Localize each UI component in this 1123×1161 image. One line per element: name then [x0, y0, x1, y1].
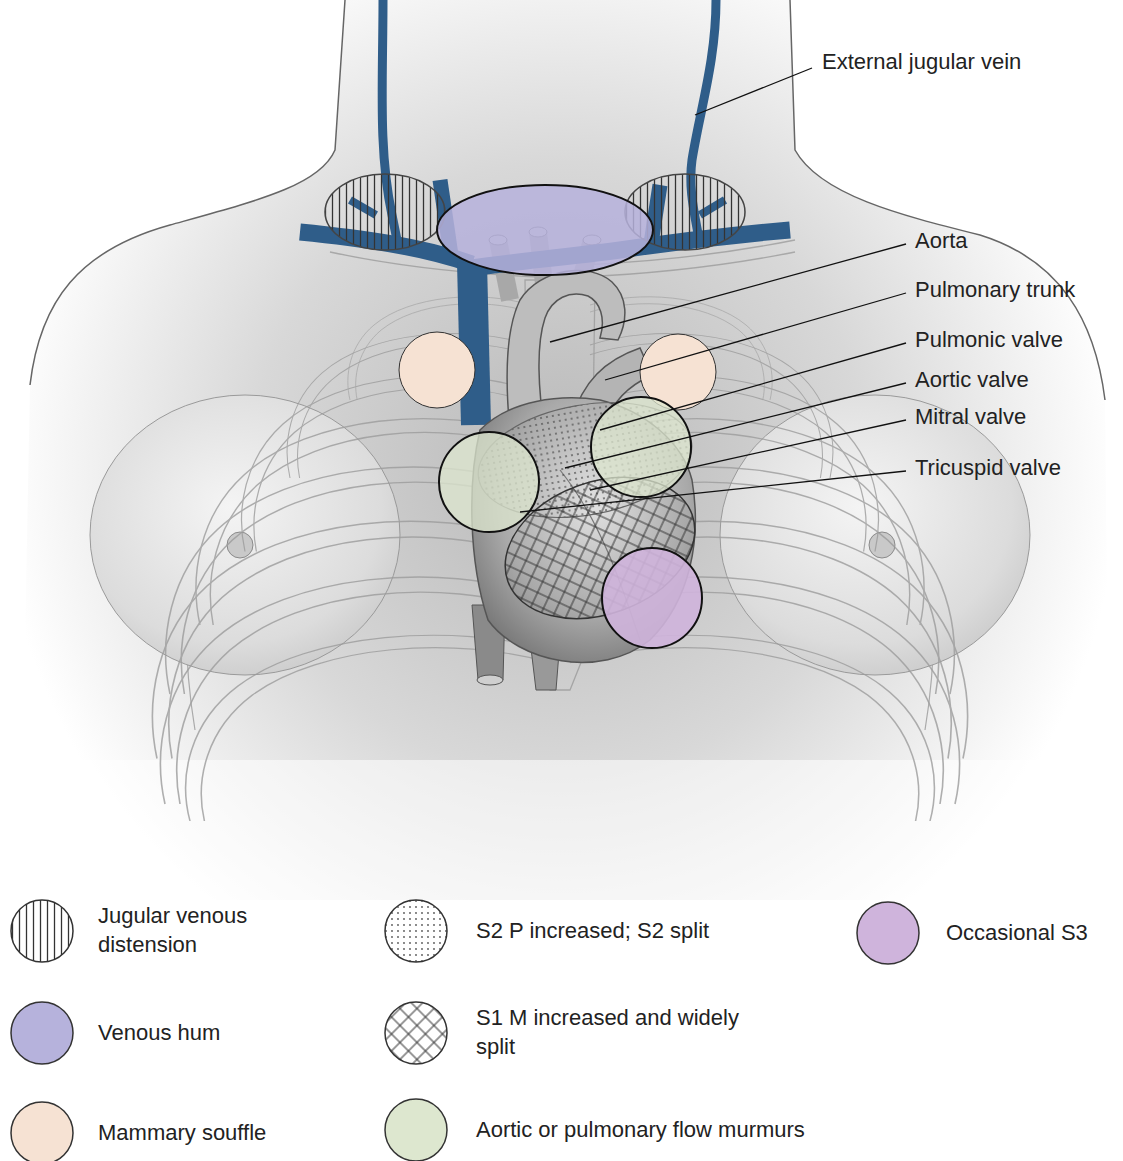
legend-text-holder: Jugular venous distension [98, 902, 328, 959]
torso [0, 0, 1123, 910]
leader-line [590, 420, 906, 490]
legend-text-holder: S1 M increased and widely split [476, 1004, 776, 1061]
breast [720, 395, 1030, 675]
label-holder: External jugular vein [822, 48, 1021, 77]
venous-hum-area [437, 185, 653, 275]
legend-text: Occasional S3 [946, 919, 1114, 948]
label-holder: Aortic valve [915, 366, 1029, 395]
legend-text-holder: Occasional S3 [946, 919, 1114, 948]
part-label: Mitral valve [915, 403, 1026, 432]
leader-lines [520, 68, 906, 512]
label-holder: Tricuspid valve [915, 454, 1061, 483]
mammary-souffle-area [399, 332, 475, 408]
legend-swatch-holder [855, 900, 921, 966]
legend-swatch-holder [383, 898, 449, 964]
leader-line [600, 343, 906, 430]
nipple [227, 532, 253, 558]
part-label: Pulmonary trunk [915, 276, 1075, 305]
label-holder: Pulmonary trunk [915, 276, 1075, 305]
flow-murmur-area [439, 432, 539, 532]
legend-text-holder: Mammary souffle [98, 1119, 398, 1148]
label-holder: Pulmonic valve [915, 326, 1063, 355]
rib [160, 577, 540, 804]
swatch-ground [11, 900, 73, 962]
leader-line [695, 68, 812, 115]
legend-swatch-holder [9, 1100, 75, 1161]
s3-area [602, 548, 702, 648]
legend-swatch [11, 900, 73, 962]
breast [90, 395, 400, 675]
legend-swatch-holder [383, 1097, 449, 1161]
fade-band [0, 760, 1123, 910]
swatch-ground [385, 900, 447, 962]
legend-text-holder: S2 P increased; S2 split [476, 917, 876, 946]
swatch-ground [385, 1002, 447, 1064]
part-label: External jugular vein [822, 48, 1021, 77]
label-holder: Aorta [915, 227, 968, 256]
legend-text: Jugular venous distension [98, 902, 328, 959]
part-label: Aorta [915, 227, 968, 256]
leader-line [565, 383, 906, 468]
auscultation-areas [325, 174, 745, 648]
legend-swatch-holder [383, 1000, 449, 1066]
legend-swatch-holder [9, 1000, 75, 1066]
legend-text: S2 P increased; S2 split [476, 917, 876, 946]
leader-line [550, 244, 906, 342]
legend-text: Mammary souffle [98, 1119, 398, 1148]
legend-text: Aortic or pulmonary flow murmurs [476, 1116, 896, 1145]
legend-swatch [857, 902, 919, 964]
part-label: Tricuspid valve [915, 454, 1061, 483]
superior-vena-cava [472, 262, 476, 425]
legend-swatch [385, 1002, 447, 1064]
rib [570, 635, 934, 821]
part-label: Aortic valve [915, 366, 1029, 395]
legend-swatch-holder [9, 898, 75, 964]
vessel-stub [477, 675, 503, 685]
legend-swatch [11, 1002, 73, 1064]
great-vessels [300, 0, 790, 432]
legend-text: Venous hum [98, 1019, 398, 1048]
part-label: Pulmonic valve [915, 326, 1063, 355]
legend-swatch [385, 900, 447, 962]
rib-cage [152, 240, 967, 821]
leader-line [605, 293, 906, 380]
body-outline [790, 0, 1105, 400]
label-holder: Mitral valve [915, 403, 1026, 432]
rib [588, 521, 968, 758]
legend-swatch [11, 1102, 73, 1161]
jugular-distension-area [325, 174, 445, 250]
legend-text: S1 M increased and widely split [476, 1004, 776, 1061]
legend-swatch [385, 1099, 447, 1161]
legend-text-holder: Aortic or pulmonary flow murmurs [476, 1116, 896, 1145]
body-outline [30, 0, 345, 385]
leader-line [520, 471, 906, 512]
flow-murmur-area [591, 397, 691, 497]
legend-text-holder: Venous hum [98, 1019, 398, 1048]
